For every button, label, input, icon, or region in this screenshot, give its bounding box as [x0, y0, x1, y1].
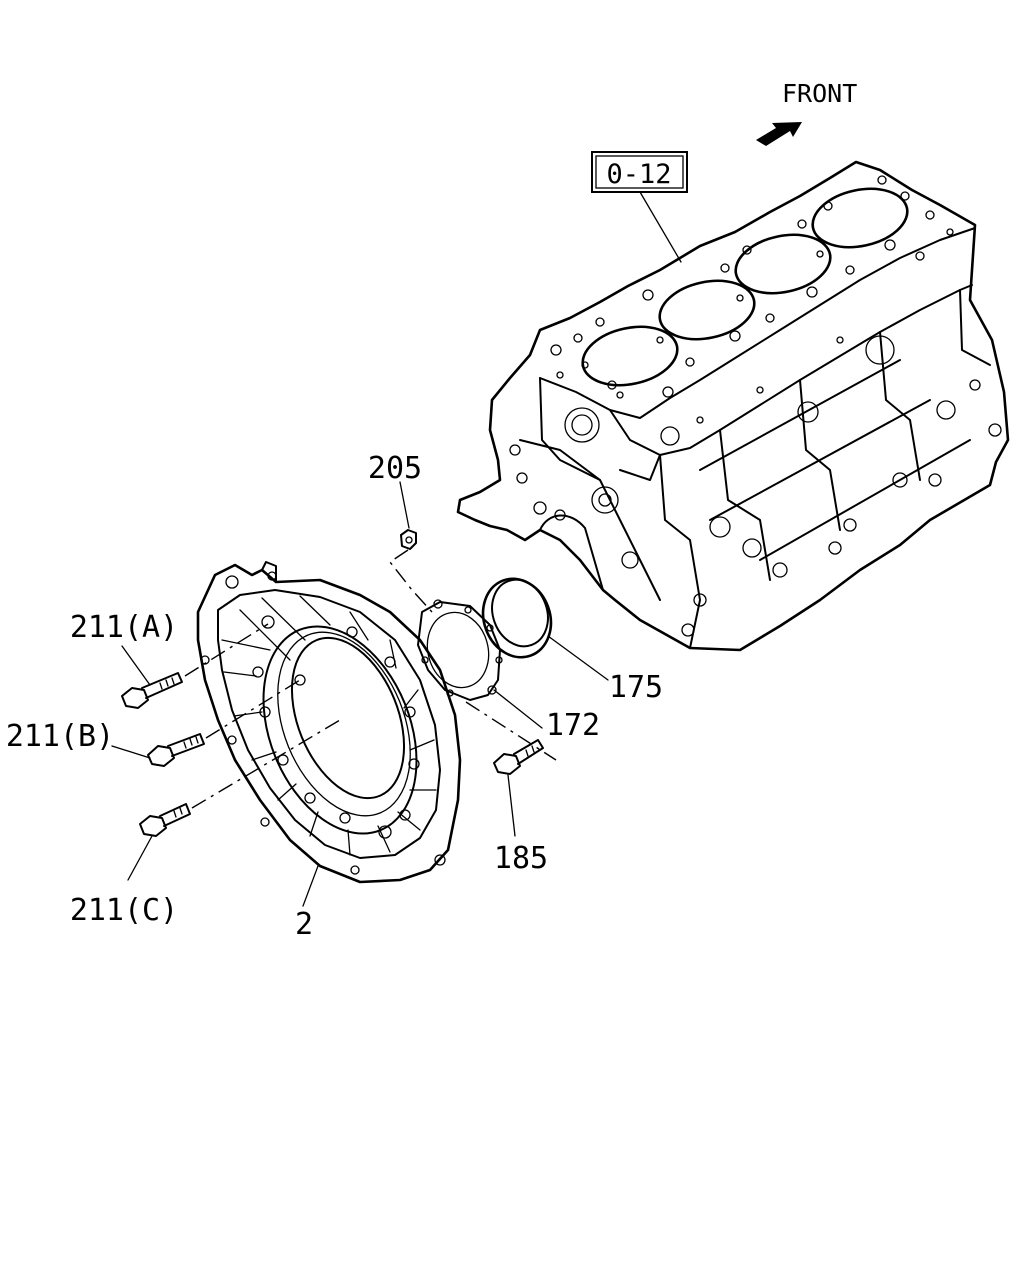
gasket: [417, 599, 543, 729]
reference-box-label: 0-12: [606, 159, 671, 190]
callout-185: 185: [494, 841, 548, 876]
engine-block: [456, 160, 1010, 652]
bolt-185: [465, 701, 557, 837]
oil-seal: [481, 577, 609, 681]
bolt-211b: [111, 679, 301, 767]
callout-211c: 211(C): [70, 893, 178, 928]
front-arrow-icon: [756, 122, 802, 146]
nut: [388, 481, 433, 613]
callout-172: 172: [546, 708, 600, 743]
front-label: FRONT: [782, 79, 857, 108]
reference-box: 0-12: [591, 151, 688, 263]
flywheel-housing: [196, 561, 462, 907]
bolt-211c: [127, 719, 341, 881]
callout-211a: 211(A): [70, 610, 178, 645]
front-indicator: FRONT: [756, 79, 857, 146]
callout-175: 175: [609, 670, 663, 705]
callout-211b: 211(B): [6, 719, 114, 754]
callout-2: 2: [295, 907, 313, 942]
bolt-211a: [121, 623, 269, 709]
callout-205: 205: [368, 451, 422, 486]
